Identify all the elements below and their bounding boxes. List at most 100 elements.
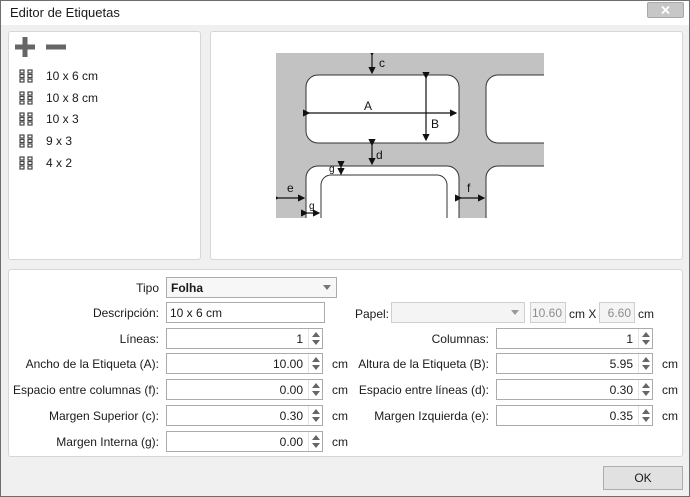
list-item-label: 9 x 3 — [46, 134, 73, 148]
list-item[interactable]: 9 x 3 — [19, 131, 189, 151]
columnas-label: Columnas: — [431, 332, 489, 346]
inner-margin — [320, 174, 448, 218]
list-item[interactable]: 10 x 8 cm — [19, 88, 189, 108]
dim-a-label: A — [364, 99, 372, 113]
label-shape — [485, 74, 546, 144]
espacio-lineas-unit: cm — [662, 383, 678, 397]
chevron-down-icon[interactable] — [312, 391, 320, 396]
dim-b-label: B — [431, 117, 439, 131]
list-item-label: 10 x 8 cm — [46, 91, 99, 105]
papel-width-unit: cm X — [569, 307, 597, 321]
lineas-label: Líneas: — [119, 332, 159, 346]
label-grid-icon — [19, 91, 33, 105]
stepper-arrows[interactable] — [638, 406, 652, 425]
ancho-unit: cm — [332, 357, 348, 371]
margen-interna-unit: cm — [332, 435, 348, 449]
chevron-up-icon[interactable] — [642, 409, 650, 414]
descripcion-label: Descripción: — [92, 306, 159, 320]
chevron-down-icon — [323, 285, 331, 290]
espacio-columnas-stepper[interactable]: 0.00 — [166, 379, 323, 400]
chevron-up-icon[interactable] — [312, 383, 320, 388]
papel-width-input[interactable]: 10.60 — [530, 302, 566, 323]
margen-izquierda-unit: cm — [662, 409, 678, 423]
descripcion-input[interactable]: 10 x 6 cm — [166, 302, 325, 323]
stepper-arrows[interactable] — [308, 406, 322, 425]
espacio-lineas-stepper[interactable]: 0.30 — [496, 379, 653, 400]
margen-superior-label: Margen Superior (c): — [48, 409, 159, 423]
margen-izquierda-value: 0.35 — [609, 409, 633, 423]
margen-superior-unit: cm — [332, 409, 348, 423]
altura-value: 5.95 — [609, 357, 633, 371]
label-properties-form: Tipo Folha Descripción: 10 x 6 cm Papel:… — [8, 269, 683, 457]
plus-icon — [15, 37, 35, 57]
chevron-up-icon[interactable] — [642, 332, 650, 337]
stepper-arrows[interactable] — [308, 354, 322, 373]
label-grid-icon — [19, 134, 33, 148]
chevron-up-icon[interactable] — [312, 435, 320, 440]
list-item-label: 4 x 2 — [46, 156, 73, 170]
chevron-up-icon[interactable] — [312, 409, 320, 414]
papel-height-unit: cm — [638, 307, 654, 321]
margen-interna-stepper[interactable]: 0.00 — [166, 431, 323, 452]
chevron-down-icon[interactable] — [312, 443, 320, 448]
list-item[interactable]: 4 x 2 — [19, 153, 189, 173]
label-layout-diagram: A B c d e f g g — [276, 53, 546, 218]
label-shape — [485, 165, 546, 218]
title-bar: Editor de Etiquetas — [1, 1, 689, 25]
stepper-arrows[interactable] — [638, 354, 652, 373]
ancho-value: 10.00 — [272, 357, 303, 371]
papel-height-value: 6.60 — [607, 306, 631, 320]
chevron-up-icon[interactable] — [312, 357, 320, 362]
papel-width-value: 10.60 — [531, 306, 562, 320]
minus-icon — [46, 44, 66, 50]
lineas-value: 1 — [296, 332, 303, 346]
stepper-arrows[interactable] — [638, 380, 652, 399]
list-item[interactable]: 10 x 6 cm — [19, 66, 189, 86]
ok-button[interactable]: OK — [603, 466, 683, 490]
dim-c-label: c — [379, 56, 385, 70]
ancho-stepper[interactable]: 10.00 — [166, 353, 323, 374]
label-grid-icon — [19, 156, 33, 170]
stepper-arrows[interactable] — [308, 329, 322, 348]
stepper-arrows[interactable] — [638, 329, 652, 348]
window-title: Editor de Etiquetas — [10, 5, 120, 20]
lineas-stepper[interactable]: 1 — [166, 328, 323, 349]
margen-superior-stepper[interactable]: 0.30 — [166, 405, 323, 426]
chevron-up-icon[interactable] — [642, 383, 650, 388]
margen-izquierda-label: Margen Izquierda (e): — [374, 409, 489, 423]
remove-label-button[interactable] — [45, 36, 67, 58]
chevron-down-icon[interactable] — [642, 365, 650, 370]
margen-interna-label: Margen Interna (g): — [56, 435, 159, 449]
list-item[interactable]: 10 x 3 — [19, 109, 189, 129]
chevron-down-icon[interactable] — [312, 340, 320, 345]
stepper-arrows[interactable] — [308, 380, 322, 399]
espacio-lineas-value: 0.30 — [609, 383, 633, 397]
papel-height-input[interactable]: 6.60 — [599, 302, 635, 323]
columnas-stepper[interactable]: 1 — [496, 328, 653, 349]
tipo-select[interactable]: Folha — [166, 277, 337, 298]
close-button[interactable] — [647, 2, 684, 18]
altura-label: Altura de la Etiqueta (B): — [358, 357, 489, 371]
stepper-arrows[interactable] — [308, 432, 322, 451]
chevron-down-icon[interactable] — [642, 391, 650, 396]
dim-g2-label: g — [309, 201, 315, 212]
add-label-button[interactable] — [14, 36, 36, 58]
chevron-up-icon[interactable] — [312, 332, 320, 337]
altura-stepper[interactable]: 5.95 — [496, 353, 653, 374]
chevron-down-icon[interactable] — [642, 417, 650, 422]
label-shape — [305, 165, 460, 218]
chevron-down-icon[interactable] — [642, 340, 650, 345]
espacio-columnas-unit: cm — [332, 383, 348, 397]
label-shape — [305, 74, 460, 144]
margen-izquierda-stepper[interactable]: 0.35 — [496, 405, 653, 426]
label-layout-preview: A B c d e f g g — [210, 31, 683, 260]
espacio-lineas-label: Espacio entre líneas (d): — [358, 383, 489, 397]
papel-select[interactable] — [391, 302, 525, 323]
tipo-select-value: Folha — [171, 281, 203, 295]
margen-superior-value: 0.30 — [279, 409, 303, 423]
chevron-up-icon[interactable] — [642, 357, 650, 362]
margen-interna-value: 0.00 — [279, 435, 303, 449]
dim-g-label: g — [329, 164, 335, 175]
chevron-down-icon[interactable] — [312, 417, 320, 422]
chevron-down-icon[interactable] — [312, 365, 320, 370]
